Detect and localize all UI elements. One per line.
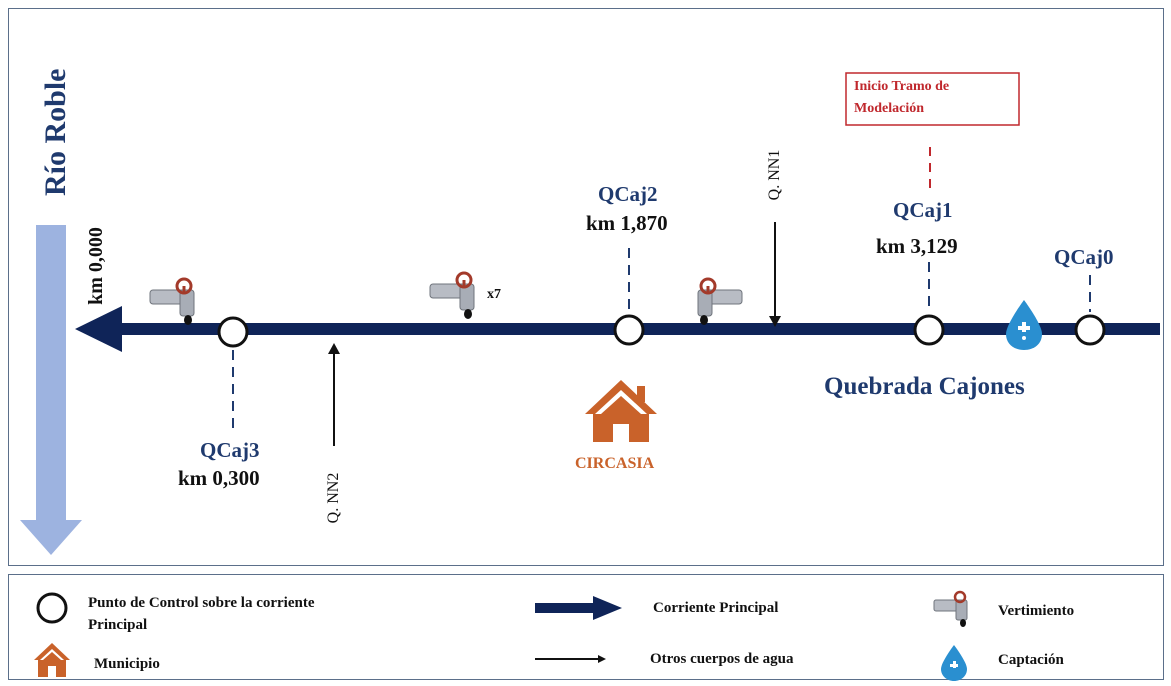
control-point-qcaj0 bbox=[1074, 314, 1106, 346]
modeling-start-line2: Modelación bbox=[854, 101, 924, 116]
legend-control-point-label: Punto de Control sobre la corriente bbox=[88, 595, 315, 611]
legend-frame bbox=[8, 574, 1164, 680]
control-point-km: km 0,300 bbox=[178, 466, 260, 490]
river-arrow bbox=[20, 225, 82, 555]
discharge-icon bbox=[149, 277, 195, 325]
control-point-km: km 3,129 bbox=[876, 234, 958, 258]
control-point-id: QCaj0 bbox=[1054, 245, 1114, 269]
legend-intake-icon bbox=[941, 645, 967, 681]
control-point-km: km 1,870 bbox=[586, 211, 668, 235]
control-point-id: QCaj3 bbox=[200, 438, 260, 462]
stream-name: Quebrada Cajones bbox=[824, 373, 1025, 400]
tributary-nn2-arrowhead bbox=[328, 343, 340, 354]
control-point-qcaj2 bbox=[613, 314, 645, 346]
legend-main-stream-arrowhead bbox=[593, 596, 622, 620]
intake-icon bbox=[1006, 300, 1042, 350]
main-stream-arrowhead bbox=[75, 306, 122, 352]
legend-other-water-label: Otros cuerpos de agua bbox=[650, 651, 794, 667]
house-icon bbox=[585, 380, 657, 442]
discharge-icon bbox=[697, 277, 743, 325]
legend-control-point-label-line2: Principal bbox=[88, 617, 148, 633]
legend-other-water-arrowhead bbox=[598, 655, 606, 663]
legend-municipality-icon bbox=[34, 643, 70, 677]
discharge-multiplier: x7 bbox=[487, 287, 501, 302]
legend-discharge-label: Vertimiento bbox=[998, 603, 1075, 619]
town-label: CIRCASIA bbox=[575, 455, 655, 472]
control-point-qcaj3 bbox=[217, 316, 249, 348]
legend-main-stream-label: Corriente Principal bbox=[653, 600, 779, 616]
discharge-icon bbox=[429, 271, 475, 319]
legend-discharge-icon bbox=[933, 590, 968, 627]
control-point-qcaj1 bbox=[913, 314, 945, 346]
diagram-frame bbox=[8, 8, 1164, 566]
modeling-start-line1: Inicio Tramo de bbox=[854, 79, 950, 94]
legend-control-point-symbol bbox=[36, 592, 68, 624]
tributary-nn1-arrowhead bbox=[769, 316, 781, 327]
legend-intake-label: Captación bbox=[998, 652, 1064, 668]
modeling-start-box bbox=[845, 72, 1020, 126]
control-point-id: QCaj2 bbox=[598, 182, 658, 206]
control-point-id: QCaj1 bbox=[893, 198, 953, 222]
legend-municipality-label: Municipio bbox=[94, 656, 160, 672]
legend-main-stream-symbol bbox=[535, 603, 595, 613]
